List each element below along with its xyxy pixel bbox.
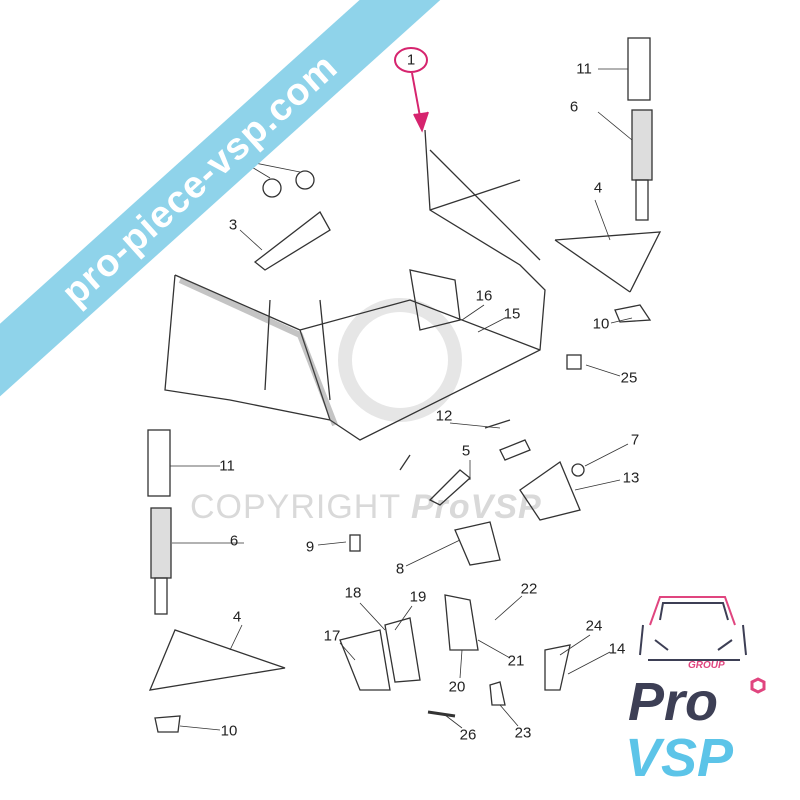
callout-11: 11 [219, 457, 235, 475]
callout-4: 4 [232, 608, 242, 626]
callout-4: 4 [593, 179, 603, 197]
bracket-24 [544, 644, 571, 691]
highlight-callout [394, 47, 429, 133]
shock-absorber-left [147, 429, 172, 615]
callout-25: 25 [620, 369, 638, 387]
callout-1: 1 [406, 51, 416, 69]
shock-absorber-right [627, 37, 653, 221]
watermark-circle [338, 298, 462, 422]
callout-8: 8 [395, 560, 405, 578]
callout-11: 11 [576, 60, 592, 78]
callout-22: 22 [520, 580, 538, 598]
callout-19: 19 [409, 588, 427, 606]
callout-21: 21 [507, 652, 525, 670]
bracket-10-left [154, 715, 181, 733]
frame-part-1 [164, 129, 546, 441]
callout-20: 20 [448, 678, 466, 696]
logo-group-text: GROUP [688, 660, 725, 671]
logo-car-icon [639, 596, 747, 661]
control-arm-left [148, 629, 286, 691]
callout-10: 10 [220, 722, 238, 740]
callout-17: 17 [323, 627, 341, 645]
bracket-part-3 [253, 211, 331, 271]
callout-26: 26 [459, 726, 477, 744]
callout-3: 3 [228, 216, 238, 234]
callout-12: 12 [435, 407, 453, 425]
callout-10: 10 [592, 315, 610, 333]
bushing-25 [566, 354, 582, 370]
control-arm-right [554, 231, 662, 293]
callout-16: 16 [475, 287, 493, 305]
plate-13 [519, 461, 581, 521]
bushing-7 [571, 463, 585, 477]
callout-9: 9 [305, 538, 315, 556]
callout-6: 6 [229, 532, 239, 550]
callout-6: 6 [569, 98, 579, 116]
callout-13: 13 [622, 469, 640, 487]
bolt-26 [427, 710, 456, 718]
spacer-9 [349, 534, 361, 552]
bracket-8 [454, 521, 501, 566]
bracket-23 [489, 681, 506, 706]
callout-23: 23 [514, 724, 532, 742]
plate-20 [444, 594, 479, 651]
watermark-brand: ProVSP [410, 488, 542, 526]
callout-18: 18 [344, 584, 362, 602]
leader-lines [170, 68, 633, 731]
callout-24: 24 [585, 617, 603, 635]
copyright-watermark: COPYRIGHT ProVSP [190, 490, 542, 524]
callout-15: 15 [503, 305, 521, 323]
callout-14: 14 [608, 640, 626, 658]
logo-pro-text: Pro [628, 672, 719, 732]
cover-5 [428, 439, 531, 506]
watermark-text: COPYRIGHT [190, 488, 401, 526]
brackets-17-19 [339, 617, 421, 691]
callout-7: 7 [630, 431, 640, 449]
logo-vsp-text: VSP [625, 728, 734, 788]
bracket-10-right [614, 304, 652, 323]
logo-nut-icon [750, 677, 766, 694]
callout-5: 5 [461, 442, 471, 460]
